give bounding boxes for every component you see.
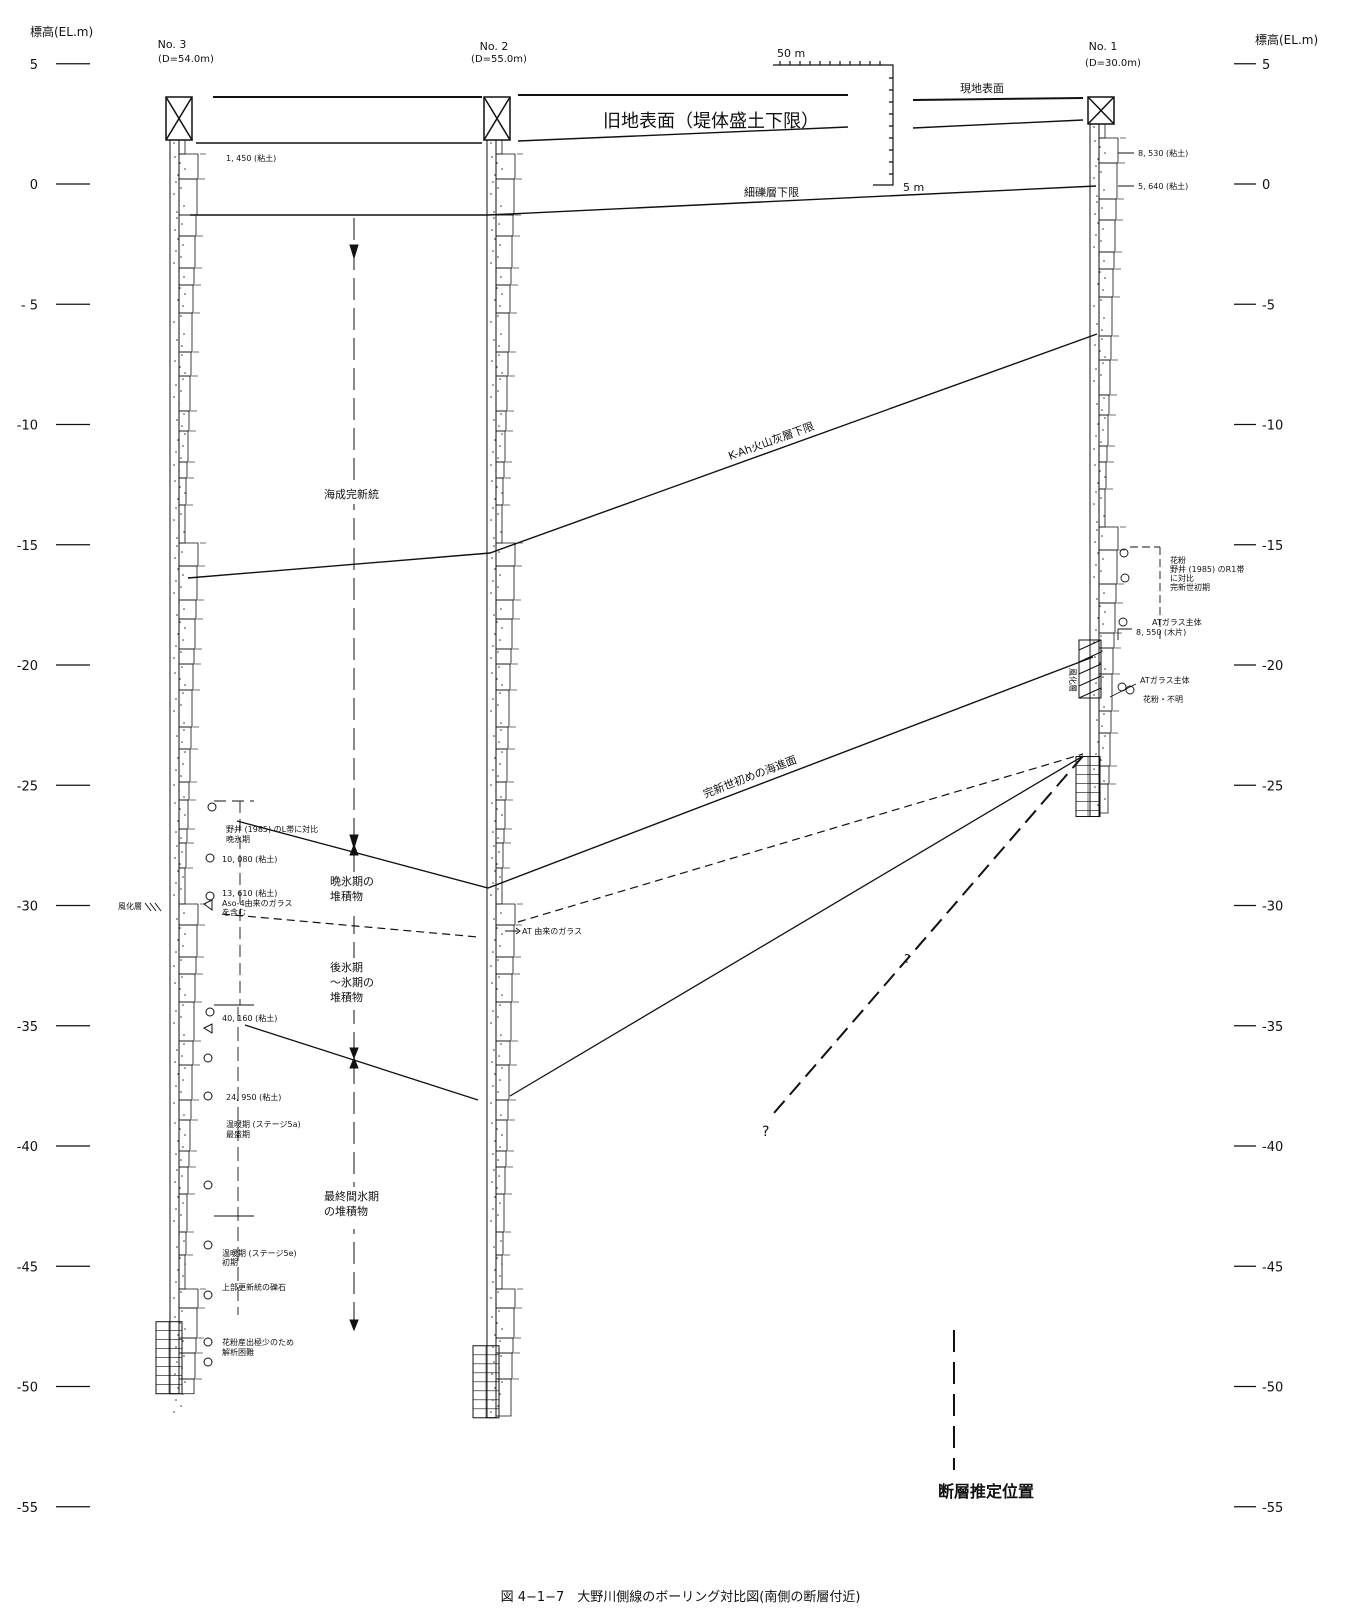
left-tick-label: -20 [17, 659, 38, 674]
scale-bar [773, 61, 894, 186]
fault-question-mark-lower: ? [762, 1124, 769, 1140]
unit-postglacial-1: 後氷期 [330, 960, 363, 974]
no1-at-glass-b: ATガラス主体 [1140, 675, 1190, 685]
unit-bg [326, 872, 380, 916]
left-tick-label: -50 [17, 1381, 38, 1396]
left-tick-label: -35 [17, 1020, 38, 1035]
no3-pollen-l: 野井 (1985) のL帯に対比晩氷期 [226, 824, 318, 844]
left-tick-label: -55 [17, 1501, 38, 1516]
figure-caption: 図 4−1−7 大野川側線のボーリング対比図(南側の断層付近) [500, 1590, 861, 1605]
right-tick-label: -50 [1262, 1381, 1283, 1396]
unit-postglacial-2: ～氷期の [330, 976, 374, 989]
unit-column [349, 218, 359, 1332]
borehole-log-no2 [472, 139, 523, 1419]
no1-weathered-hatch [1078, 639, 1102, 699]
left-tick-label: -30 [17, 900, 38, 915]
no1-weathered: 風化層 [1068, 668, 1078, 692]
no2-annotation-mark [505, 927, 521, 935]
left-tick-label: 5 [30, 58, 38, 73]
left-tick-label: -10 [17, 419, 38, 434]
no3-c14-d: 24, 950 (粘土) [226, 1092, 281, 1102]
no3-pollen-sparse: 花粉産出極少のため解析困難 [222, 1337, 294, 1357]
borehole-log-no1 [1075, 123, 1126, 818]
elevation-axes: 5 5 0 0 - 5 -5 -10 -10 -15 -15 -20 -20 -25 -25 -30 -30 -… [17, 58, 1283, 1516]
left-tick-label: - 5 [21, 298, 38, 313]
no1-at-glass-a: ATガラス主体 [1152, 617, 1202, 627]
right-tick-label: -45 [1262, 1260, 1283, 1275]
borehole-top-boxes [165, 96, 1115, 141]
borehole-no1-depth: (D=30.0m) [1085, 58, 1141, 69]
borehole-no1-name: No. 1 [1089, 40, 1118, 53]
unit-late-glacial: 晩氷期の堆積物 [330, 875, 374, 903]
borehole-log-no3 [155, 139, 206, 1413]
unit-last-interglacial: 最終間氷期の堆積物 [324, 1189, 379, 1218]
left-axis-title: 標高(EL.m) [30, 24, 93, 39]
no1-c14-b: 5, 640 (粘土) [1138, 181, 1188, 191]
fault-position-label: 断層推定位置 [938, 1482, 1034, 1501]
unit-bg [316, 482, 392, 504]
right-axis-title: 標高(EL.m) [1255, 32, 1318, 47]
borehole-logs [155, 123, 1126, 1419]
right-tick-label: -10 [1262, 419, 1283, 434]
no3-c14-c: 40, 160 (粘土) [222, 1013, 277, 1023]
horizon-lower [244, 755, 1084, 1101]
right-tick-label: -30 [1262, 900, 1283, 915]
right-tick-label: -15 [1262, 539, 1283, 554]
no1-pollen-r1: 花粉野井 (1985) のR1帯に対比完新世初期 [1170, 555, 1244, 592]
no3-glass: Aso-4由来のガラスを含む [222, 898, 293, 917]
horizon-gravel-base [190, 185, 1097, 216]
surface-lines [196, 94, 1084, 144]
no1-c14-a: 8, 530 (粘土) [1138, 148, 1188, 158]
current-ground-label: 現地表面 [960, 81, 1004, 95]
scale-vertical-label: 5 m [903, 181, 924, 194]
unit-bg [326, 958, 380, 1010]
right-tick-label: 5 [1262, 58, 1270, 73]
no3-weathered-hatch [144, 902, 162, 912]
horizon-kah-base [187, 333, 1098, 579]
right-tick-label: -5 [1262, 298, 1275, 313]
left-tick-label: -15 [17, 539, 38, 554]
no3-sample-circles [202, 802, 217, 1367]
old-ground-label: 旧地表面（堤体盛土下限） [603, 111, 819, 132]
no1-c14-wood: 8, 550 (木片) [1136, 627, 1186, 637]
left-tick-label: 0 [30, 178, 38, 193]
right-tick-label: -40 [1262, 1140, 1283, 1155]
fault-question-mark: ? [904, 952, 910, 966]
no3-stage5a: 温暖期 (ステージ5a)最盛期 [226, 1120, 301, 1139]
right-tick-label: -35 [1262, 1020, 1283, 1035]
no3-weathered: 風化層 [118, 901, 142, 911]
no1-pollen-unknown: 花粉・不明 [1143, 694, 1183, 704]
right-tick-label: -55 [1262, 1501, 1283, 1516]
borehole-no2-depth: (D=55.0m) [471, 54, 527, 65]
no3-upper-pleistocene: 上部更新統の礫石 [222, 1282, 286, 1292]
unit-marine-holocene: 海成完新統 [324, 487, 379, 501]
unit-bg [320, 1187, 390, 1229]
horizon-transgression-label: 完新世初めの海進面 [701, 752, 798, 801]
no3-stage5e: 温暖期 (ステージ5e)初期 [222, 1249, 297, 1267]
fault-line [773, 755, 1084, 1114]
right-tick-label: -20 [1262, 659, 1283, 674]
no3-c14-top: 1, 450 (粘土) [226, 153, 276, 163]
left-tick-label: -45 [17, 1260, 38, 1275]
no3-c14-a: 10, 080 (粘土) [222, 854, 277, 864]
horizon-glass [221, 753, 1084, 938]
no2-at-glass: AT 由来のガラス [522, 926, 582, 936]
no3-c14-b: 13, 610 (粘土) [222, 888, 277, 898]
left-tick-label: -25 [17, 779, 38, 794]
borehole-no2-name: No. 2 [480, 40, 509, 53]
right-tick-label: 0 [1262, 178, 1270, 193]
scale-horizontal-label: 50 m [777, 47, 805, 60]
borehole-no3-name: No. 3 [158, 38, 187, 51]
no3-annotation-brackets [214, 800, 254, 1315]
horizon-gravel-label: 細礫層下限 [744, 185, 799, 199]
horizon-transgression [236, 656, 1094, 889]
right-tick-label: -25 [1262, 779, 1283, 794]
no1-annotation-marks [1109, 152, 1161, 698]
unit-postglacial-3: 堆積物 [330, 990, 363, 1004]
left-tick-label: -40 [17, 1140, 38, 1155]
borehole-no3-depth: (D=54.0m) [158, 54, 214, 65]
